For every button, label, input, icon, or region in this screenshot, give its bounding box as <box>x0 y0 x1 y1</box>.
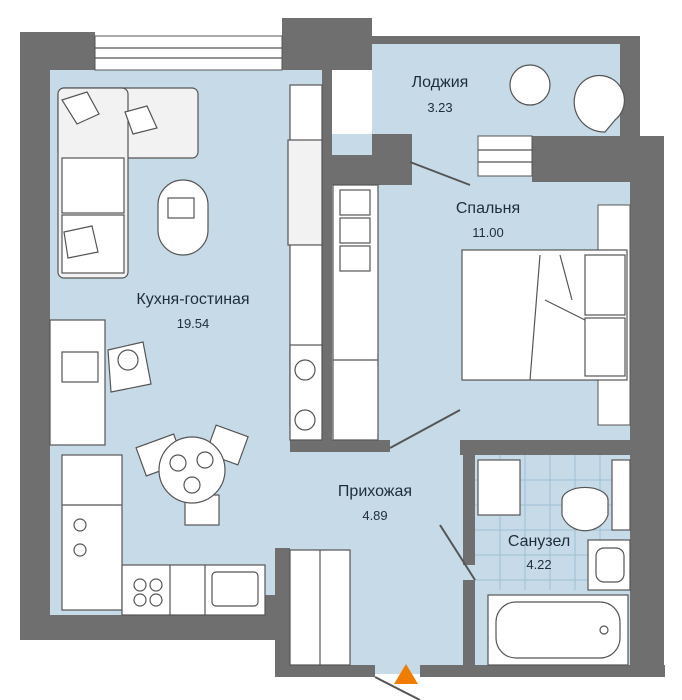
kitchen-living-name: Кухня-гостиная <box>136 291 249 308</box>
desk <box>49 319 152 446</box>
loggia-furniture <box>509 64 625 133</box>
kitchen-counter <box>61 454 266 616</box>
wardrobe-top <box>332 184 379 441</box>
bedroom-name: Спальня <box>456 200 520 217</box>
bathroom-name: Санузел <box>508 533 570 550</box>
bathroom-area: 4.22 <box>526 557 551 572</box>
entry-arrow-icon <box>394 664 418 684</box>
kitchen-window <box>94 35 283 71</box>
doors <box>374 161 476 700</box>
hallway-name: Прихожая <box>338 483 412 500</box>
washer <box>289 344 323 441</box>
bathroom-fixtures <box>477 459 631 666</box>
room-labels: Кухня-гостиная 19.54 Лоджия 3.23 Спальня… <box>136 74 570 572</box>
sofa <box>57 87 199 279</box>
hallway-area: 4.89 <box>362 508 387 523</box>
bedroom-area: 11.00 <box>472 225 504 240</box>
kitchen-living-area: 19.54 <box>177 316 210 331</box>
wardrobe-bottom <box>289 549 351 666</box>
dining-table <box>135 424 249 526</box>
bedroom-window <box>477 135 533 177</box>
loggia-area: 3.23 <box>427 100 452 115</box>
walls <box>20 18 665 677</box>
bed <box>461 249 628 381</box>
loggia-name: Лоджия <box>412 74 469 91</box>
coffee-table <box>157 179 209 256</box>
